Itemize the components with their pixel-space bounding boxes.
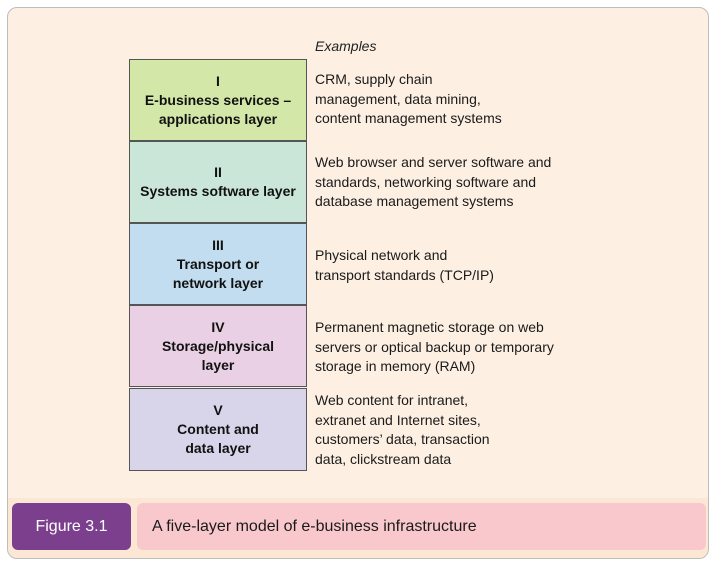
layer-5-box: V Content and data layer [129,388,307,471]
layer-4-box: IV Storage/physical layer [129,305,307,387]
layer-2-box: II Systems software layer [129,141,307,223]
layer-4-numeral: IV [211,318,225,335]
layer-1-name: E-business services – applications layer [144,91,292,127]
layer-1-numeral: I [216,72,220,89]
layer-5-numeral: V [213,402,223,418]
layer-3-examples: Physical network and transport standards… [315,247,494,283]
layer-2-examples: Web browser and server software and stan… [315,154,552,209]
layer-5-name: Content and data layer [177,421,259,456]
layer-1-box: I E-business services – applications lay… [129,59,307,141]
layer-2-numeral: II [214,164,222,180]
examples-heading: Examples [315,38,377,54]
layer-2-name: Systems software layer [140,183,296,199]
layer-3-box: III Transport or network layer [129,223,307,305]
layer-5-examples: Web content for intranet, extranet and I… [315,392,490,467]
layer-3-numeral: III [212,236,224,253]
layer-4-name: Storage/physical layer [161,337,275,373]
layer-4-examples: Permanent magnetic storage on web server… [315,319,554,374]
figure-label: Figure 3.1 [12,503,131,550]
figure-caption: A five-layer model of e-business infrast… [137,503,706,550]
layer-3-name: Transport or network layer [172,255,264,291]
layer-1-examples: CRM, supply chain management, data minin… [315,71,502,126]
